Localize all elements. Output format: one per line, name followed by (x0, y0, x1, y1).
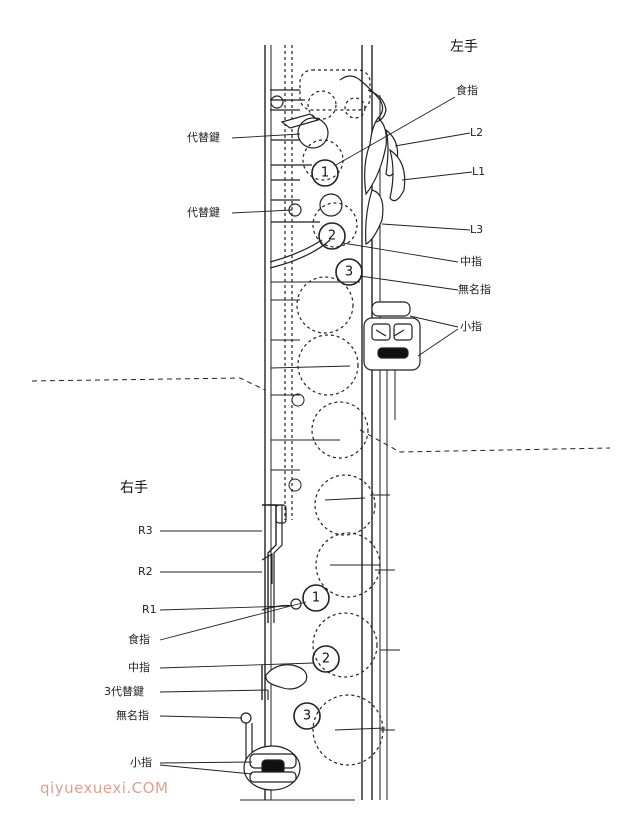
label-alt-key-2: 代替鍵 (187, 206, 220, 219)
label-r3: R3 (138, 524, 153, 537)
watermark: qiyuexuexi.COM (40, 779, 169, 797)
right-hand-side-keys (261, 504, 302, 623)
label-right-pinky: 小指 (130, 756, 152, 769)
label-l3: L3 (470, 223, 484, 236)
right-hand-keys (240, 584, 340, 760)
left-finger-1: 1 (321, 166, 329, 181)
label-r2: R2 (138, 565, 153, 578)
right-finger-1: 1 (312, 591, 320, 606)
label-l1: L1 (472, 165, 486, 178)
left-pinky-table (363, 301, 421, 371)
leader-lines (159, 96, 473, 775)
hand-divider (31, 377, 611, 453)
label-l2: L2 (470, 126, 484, 139)
label-right-ring: 無名指 (116, 709, 149, 722)
left-finger-2: 2 (328, 229, 336, 244)
label-left-index: 食指 (456, 84, 478, 97)
right-pinky-table (243, 745, 301, 791)
label-right-index: 食指 (128, 633, 150, 646)
finger-numbers: 1 2 3 1 2 3 (303, 166, 353, 724)
linkage-rods (270, 281, 400, 731)
right-hand-title: 右手 (120, 480, 148, 496)
octave-mechanism (270, 69, 384, 120)
label-left-pinky: 小指 (460, 320, 482, 333)
label-alt-key-1: 代替鍵 (187, 131, 220, 144)
left-finger-3: 3 (345, 265, 353, 280)
left-hand-keys (269, 89, 406, 286)
label-alt-key-3: 3代替鍵 (104, 685, 144, 698)
label-left-middle: 中指 (460, 255, 482, 268)
right-finger-2: 2 (322, 652, 330, 667)
right-finger-3: 3 (303, 709, 311, 724)
label-r1: R1 (142, 603, 157, 616)
label-left-ring: 無名指 (458, 283, 491, 296)
label-right-middle: 中指 (128, 661, 150, 674)
left-hand-title: 左手 (450, 39, 478, 55)
